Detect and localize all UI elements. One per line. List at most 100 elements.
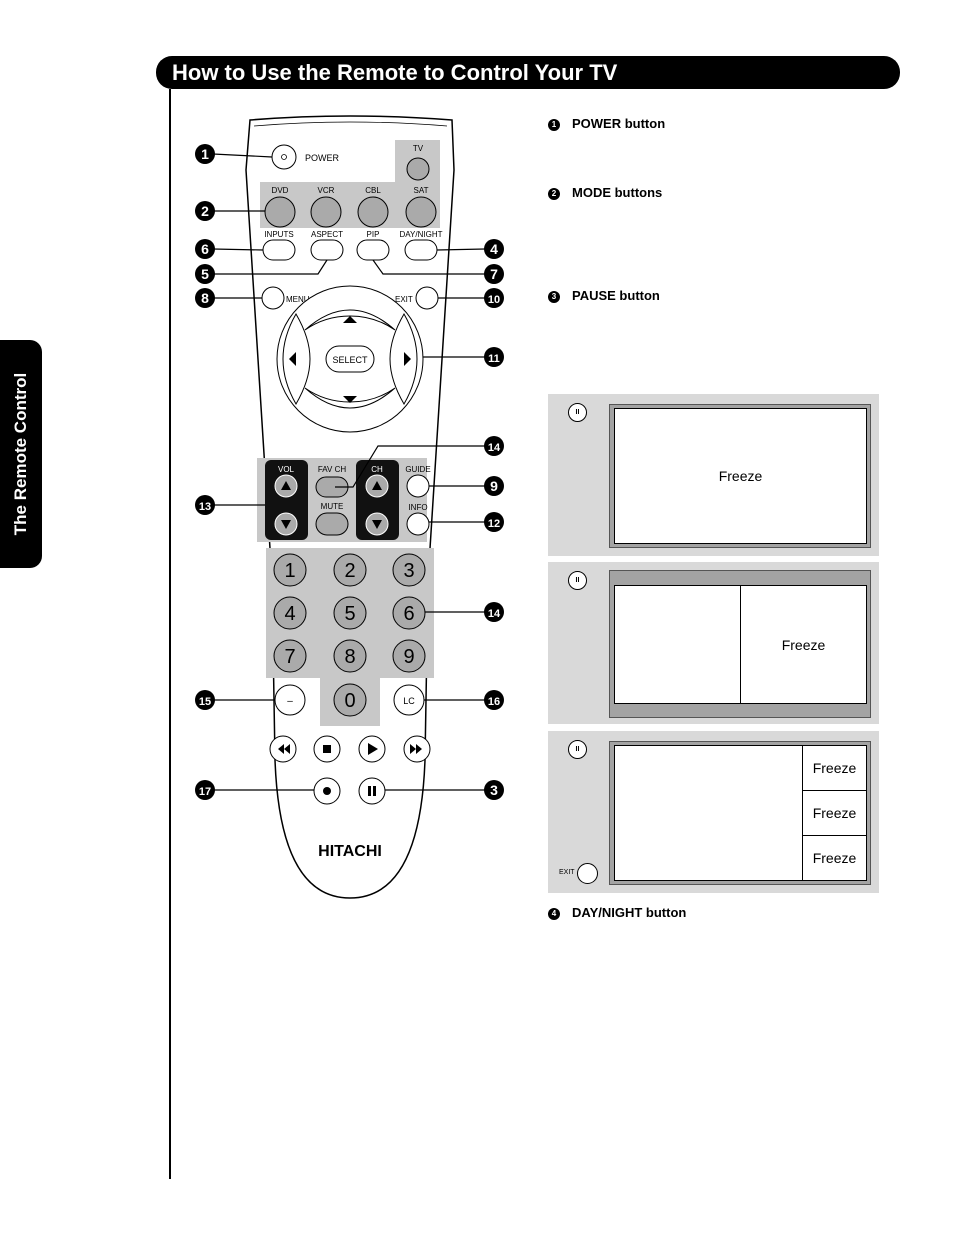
digit-1-button[interactable] <box>273 553 307 587</box>
pause-icon: II <box>568 740 587 759</box>
inputs-label: INPUTS <box>264 230 293 239</box>
callout-marker <box>484 436 504 456</box>
divider-line <box>169 89 171 1179</box>
freeze-window: Freeze <box>802 745 867 791</box>
menu-button[interactable] <box>261 286 285 310</box>
power-button[interactable] <box>271 144 297 170</box>
callout-marker <box>195 690 215 710</box>
callout-number: 5 <box>201 266 209 282</box>
freeze-panel-multi: II EXIT Freeze Freeze Freeze <box>548 731 879 893</box>
tv-button[interactable] <box>406 157 430 181</box>
digit-label: 5 <box>344 603 355 625</box>
section-tab: The Remote Control <box>0 340 42 568</box>
up-arrow-button[interactable] <box>304 309 396 331</box>
callout-marker <box>195 239 215 259</box>
digit-4-button[interactable] <box>273 596 307 630</box>
callout-number: 14 <box>488 442 501 454</box>
freeze-label: Freeze <box>812 805 857 821</box>
digit-label: 1 <box>284 560 295 582</box>
ch-label: CH <box>371 465 383 474</box>
digit-7-button[interactable] <box>273 639 307 673</box>
digit-label: 9 <box>403 646 414 668</box>
callout-marker <box>195 144 215 164</box>
callout-number: 3 <box>490 782 498 798</box>
digit-9-button[interactable] <box>392 639 426 673</box>
tv-screen: Freeze <box>609 404 871 548</box>
cbl-button[interactable] <box>357 196 389 228</box>
freeze-label: Freeze <box>812 850 857 866</box>
description-power: 1 POWER button <box>548 116 665 131</box>
digit-0-button[interactable] <box>333 683 367 717</box>
callout-number: 6 <box>201 241 209 257</box>
callout-marker <box>484 690 504 710</box>
description-text: DAY/NIGHT button <box>572 905 687 920</box>
pip-label: PIP <box>367 230 380 239</box>
callout-marker <box>484 780 504 800</box>
callout-number: 15 <box>199 696 211 708</box>
aspect-label: ASPECT <box>311 230 343 239</box>
callout-number: 10 <box>488 294 500 306</box>
description-day-night: 4 DAY/NIGHT button <box>548 905 686 920</box>
callout-marker <box>195 780 215 800</box>
digit-8-button[interactable] <box>333 639 367 673</box>
cbl-label: CBL <box>365 186 381 195</box>
callout-marker <box>195 264 215 284</box>
pause-icon: II <box>568 571 587 590</box>
exit-button[interactable] <box>415 286 439 310</box>
lc-label: LC <box>403 696 415 706</box>
day-night-button[interactable] <box>404 239 438 261</box>
callout-number: 9 <box>490 478 498 494</box>
digit-label: 8 <box>344 646 355 668</box>
guide-label: GUIDE <box>405 465 430 474</box>
callout-marker <box>484 347 504 367</box>
mute-button[interactable] <box>315 512 349 536</box>
digit-2-button[interactable] <box>333 553 367 587</box>
left-arrow-button[interactable] <box>282 313 311 405</box>
right-arrow-button[interactable] <box>389 313 418 405</box>
description-number: 4 <box>548 907 560 920</box>
digit-6-button[interactable] <box>392 596 426 630</box>
pause-icon: II <box>568 403 587 422</box>
description-number: 1 <box>548 118 560 131</box>
callout-number: 17 <box>199 786 211 798</box>
inputs-button[interactable] <box>262 239 296 261</box>
info-button[interactable] <box>406 512 430 536</box>
tv-screen: Freeze Freeze Freeze <box>609 741 871 885</box>
callout-number: 4 <box>490 241 498 257</box>
sat-button[interactable] <box>405 196 437 228</box>
down-arrow-button[interactable] <box>304 387 396 409</box>
fav-ch-label: FAV CH <box>318 465 347 474</box>
aspect-button[interactable] <box>310 239 344 261</box>
digit-5-button[interactable] <box>333 596 367 630</box>
vcr-button[interactable] <box>310 196 342 228</box>
select-button[interactable] <box>325 345 375 373</box>
description-text: MODE buttons <box>572 185 663 200</box>
guide-button[interactable] <box>406 474 430 498</box>
vcr-label: VCR <box>318 186 335 195</box>
menu-label: MENU <box>286 295 310 304</box>
callout-marker <box>484 602 504 622</box>
callout-number: 1 <box>201 146 209 162</box>
dvd-button[interactable] <box>264 196 296 228</box>
freeze-window: Freeze <box>614 408 867 544</box>
info-label: INFO <box>408 503 427 512</box>
callout-number: 2 <box>201 203 209 219</box>
main-window <box>614 585 741 704</box>
pip-button[interactable] <box>356 239 390 261</box>
digit-label: 7 <box>284 646 295 668</box>
exit-label: EXIT <box>559 869 575 876</box>
pause-button[interactable] <box>358 777 386 805</box>
vol-label: VOL <box>278 465 295 474</box>
main-window <box>614 745 803 881</box>
digit-3-button[interactable] <box>392 553 426 587</box>
callout-marker <box>195 201 215 221</box>
description-text: POWER button <box>572 116 666 131</box>
digit-label: 6 <box>403 603 414 625</box>
page-title-bar: How to Use the Remote to Control Your TV <box>156 56 900 89</box>
callout-number: 16 <box>488 696 500 708</box>
callout-number: 11 <box>488 353 500 365</box>
freeze-window: Freeze <box>802 835 867 881</box>
